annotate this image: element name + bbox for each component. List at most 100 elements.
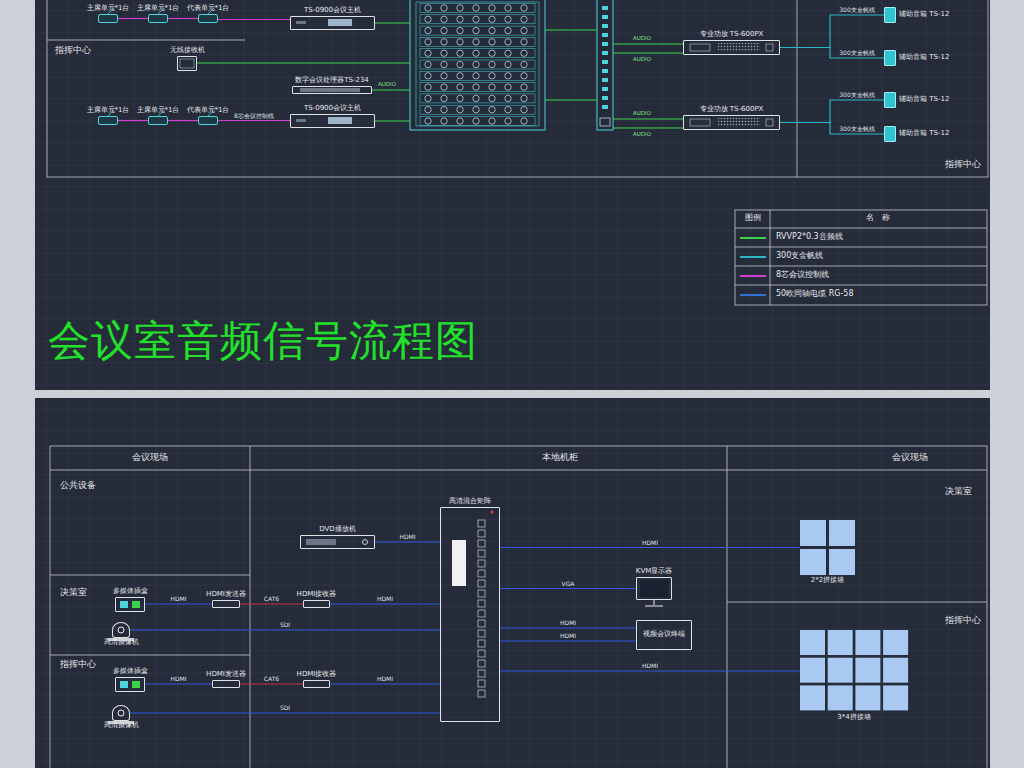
legend-text: 300支金帆线 bbox=[776, 252, 823, 261]
wall-tile bbox=[829, 549, 855, 575]
matrix-row bbox=[420, 71, 535, 80]
conference-unit: 代表单元*1台 bbox=[198, 116, 218, 125]
wall-tile bbox=[828, 630, 853, 655]
matrix-row bbox=[420, 37, 535, 46]
grid-line bbox=[794, 0, 795, 390]
video-wall: 3*4拼接墙 bbox=[800, 630, 908, 712]
legend-text: 50欧同轴电缆 RG-58 bbox=[776, 290, 854, 299]
diagram-title: 会议室音频信号流程图 bbox=[48, 318, 478, 364]
matrix-port bbox=[457, 84, 463, 90]
hdmi-sender: HDMI发送器 bbox=[212, 600, 240, 608]
hdmi-sender: HDMI发送器 bbox=[212, 680, 240, 688]
matrix-port bbox=[473, 84, 479, 90]
signal-label: AUDIO bbox=[633, 56, 651, 62]
grid-line bbox=[574, 0, 575, 390]
matrix-port bbox=[457, 118, 463, 124]
device-label: 主席单元*1台 bbox=[87, 107, 130, 115]
device-label: 代表单元*1台 bbox=[187, 5, 230, 13]
grid-line bbox=[772, 398, 773, 768]
matrix-row bbox=[420, 117, 535, 126]
device-label: 数字会议处理器TS-234 bbox=[295, 77, 369, 85]
signal-cable bbox=[780, 100, 884, 123]
grid-line bbox=[970, 398, 971, 768]
matrix-port bbox=[425, 27, 431, 33]
audio-wire bbox=[375, 120, 410, 121]
region-label: 本地机柜 bbox=[542, 453, 578, 463]
matrix-port bbox=[473, 5, 479, 11]
cable-label: VGA bbox=[562, 581, 575, 588]
matrix-port bbox=[473, 95, 479, 101]
matrix-port bbox=[505, 39, 511, 45]
device-label: 2*2拼接墙 bbox=[811, 577, 844, 585]
signal-cable bbox=[145, 683, 212, 684]
camera-lens bbox=[118, 710, 124, 716]
socket bbox=[132, 681, 140, 688]
speaker: 辅助音箱 TS-12 bbox=[884, 7, 896, 23]
rack-socket bbox=[602, 15, 608, 19]
host-display bbox=[328, 19, 352, 26]
matrix-port bbox=[441, 39, 447, 45]
monitor-stand bbox=[654, 600, 655, 605]
grid-line bbox=[46, 0, 47, 390]
region-label: 决策室 bbox=[945, 487, 972, 497]
conference-unit: 主席单元*1台 bbox=[148, 116, 168, 125]
device-label: 无线接收机 bbox=[170, 47, 205, 55]
region-label: 名 称 bbox=[866, 214, 890, 223]
grid-line bbox=[486, 398, 487, 768]
region-label: 指挥中心 bbox=[55, 46, 91, 56]
legend-swatch bbox=[740, 256, 766, 258]
region-label: 公共设备 bbox=[60, 481, 96, 491]
matrix-row bbox=[420, 105, 535, 114]
grid-line bbox=[35, 585, 990, 586]
rack-socket bbox=[602, 33, 608, 37]
audio-matrix-inner bbox=[416, 2, 539, 126]
wall-tile bbox=[800, 520, 826, 546]
audio-wire bbox=[545, 99, 597, 100]
device-label: 代表单元*1台 bbox=[187, 107, 230, 115]
audio-wire bbox=[613, 43, 683, 44]
conference-unit: 主席单元*1台 bbox=[148, 14, 168, 23]
signal-cable bbox=[240, 603, 303, 604]
grid-line bbox=[35, 165, 990, 166]
matrix-port bbox=[489, 50, 495, 56]
matrix-port bbox=[457, 61, 463, 67]
device-label: 主席单元*1台 bbox=[87, 5, 130, 13]
matrix-card bbox=[478, 680, 485, 687]
matrix-card bbox=[478, 650, 485, 657]
wall-tile bbox=[855, 685, 880, 710]
grid-line bbox=[68, 398, 69, 768]
matrix-port bbox=[521, 73, 527, 79]
matrix-port bbox=[457, 95, 463, 101]
matrix-port bbox=[489, 95, 495, 101]
signal-cable bbox=[168, 120, 198, 121]
matrix-card bbox=[478, 660, 485, 667]
matrix-port bbox=[521, 5, 527, 11]
matrix-card bbox=[478, 640, 485, 647]
matrix-card bbox=[478, 600, 485, 607]
device-label: HDMI接收器 bbox=[297, 591, 337, 599]
device-label: 高清摄像机 bbox=[104, 639, 139, 647]
matrix-port bbox=[473, 50, 479, 56]
matrix-card bbox=[478, 520, 485, 527]
grid-line bbox=[35, 187, 990, 188]
amp-grill bbox=[718, 43, 760, 52]
matrix-port bbox=[505, 5, 511, 11]
monitor-base bbox=[645, 606, 663, 607]
wall-tile bbox=[855, 630, 880, 655]
legend-text: RVVP2*0.3音频线 bbox=[776, 233, 843, 242]
matrix-port bbox=[505, 84, 511, 90]
grid-line bbox=[35, 453, 990, 454]
receiver-face bbox=[180, 59, 194, 68]
rack-socket bbox=[602, 69, 608, 73]
signal-cable bbox=[500, 640, 636, 641]
grid-line bbox=[618, 398, 619, 768]
matrix-port bbox=[521, 84, 527, 90]
frame-lines bbox=[47, 0, 988, 768]
grid-line bbox=[530, 398, 531, 768]
device-label: DVD播放机 bbox=[319, 526, 355, 534]
signal-cable bbox=[780, 123, 884, 135]
grid-line bbox=[970, 0, 971, 390]
matrix-port bbox=[425, 107, 431, 113]
matrix-card bbox=[478, 560, 485, 567]
grid-line bbox=[706, 398, 707, 768]
